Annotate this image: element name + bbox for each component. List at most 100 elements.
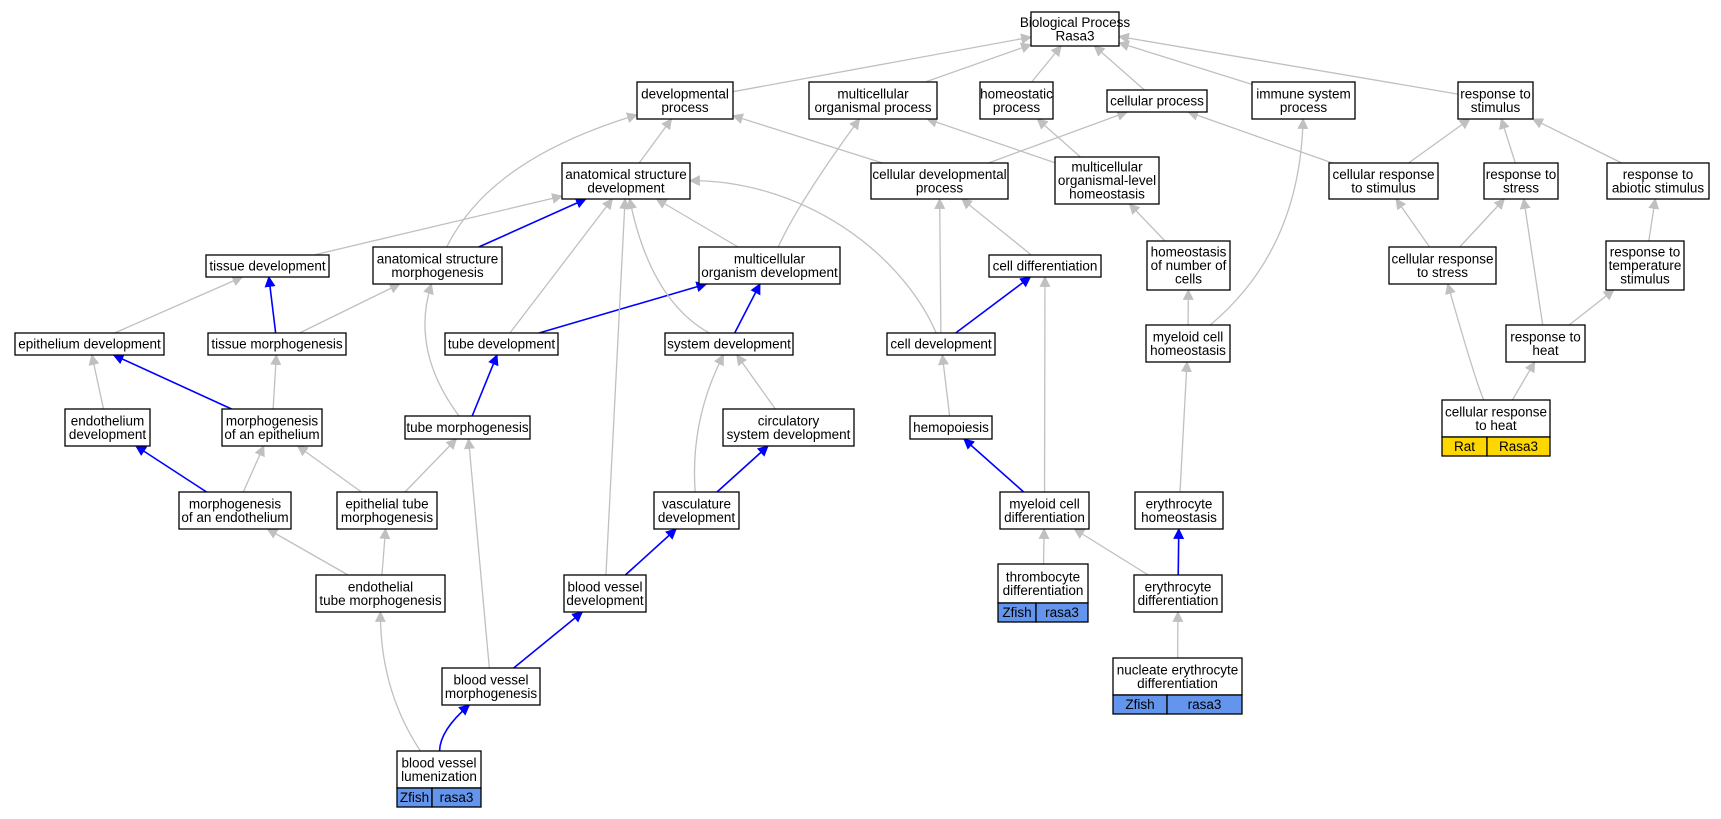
edge-cell-devel-to-cell-diff	[955, 276, 1032, 334]
edge-morph-endo-to-morph-epi	[242, 444, 265, 493]
term-box	[441, 667, 541, 706]
go-term-nuc-ery-diff[interactable]: nucleate erythrocytedifferentiationZfish…	[1112, 657, 1243, 715]
edge-homeo-num-to-mc-homeo	[1128, 203, 1166, 242]
term-label-line: cell development	[890, 337, 992, 352]
term-label-line: homeostasis	[1141, 510, 1217, 525]
edge-vasc-dev-to-circ-dev	[716, 445, 769, 493]
term-box	[979, 81, 1054, 120]
edge-cell-resp-heat-to-cell-resp-stress	[1445, 282, 1485, 401]
go-term-sys-dev[interactable]: system development	[664, 332, 794, 356]
edge-homeo-proc-to-bp	[1031, 45, 1062, 83]
edge-morph-epi-to-tissue-morph	[270, 353, 282, 410]
gene-label: rasa3	[1188, 697, 1222, 712]
term-label-line: differentiation	[1137, 676, 1218, 691]
go-term-tube-morph[interactable]: tube morphogenesis	[404, 415, 531, 440]
edge-tube-dev-to-anat-dev	[509, 198, 613, 334]
edge-mc-homeo-to-homeo-proc	[1036, 118, 1081, 158]
gene-label: rasa3	[1045, 605, 1079, 620]
edge-epi-tube-morph-to-morph-epi	[296, 445, 362, 493]
term-label-line: process	[1280, 100, 1328, 115]
edge-tissue-morph-to-anat-morph	[299, 283, 401, 334]
go-term-cell-devel[interactable]: cell development	[886, 332, 996, 356]
edge-tube-morph-to-tube-dev	[471, 353, 499, 417]
term-label-line: of an endothelium	[181, 510, 288, 525]
edge-mc-org-proc-to-bp	[925, 42, 1033, 83]
species-label: Rat	[1454, 439, 1475, 454]
edge-myeloid-diff-to-hemopoiesis	[963, 438, 1025, 493]
term-label-line: stimulus	[1471, 100, 1521, 115]
term-label-line: heat	[1532, 343, 1559, 358]
edge-endo-tube-morph-to-morph-endo	[266, 528, 349, 576]
term-box	[14, 332, 165, 356]
term-box	[315, 574, 446, 613]
term-box	[722, 408, 855, 447]
term-box	[178, 491, 292, 530]
term-label-line: tube development	[448, 337, 556, 352]
term-label-line: organismal-level	[1058, 173, 1156, 188]
term-label-line: morphogenesis	[445, 686, 538, 701]
go-term-cell-diff[interactable]: cell differentiation	[988, 254, 1102, 278]
go-term-hemopoiesis[interactable]: hemopoiesis	[909, 415, 993, 440]
edge-cell-devel-to-cell-dev-proc	[934, 197, 946, 334]
go-term-tissue-morph[interactable]: tissue morphogenesis	[207, 332, 347, 356]
term-box	[1146, 240, 1231, 291]
term-box	[653, 491, 740, 530]
edge-ery-homeo-to-myeloid-homeo	[1179, 360, 1192, 493]
term-label-line: cellular response	[1445, 404, 1547, 419]
term-box	[664, 332, 794, 356]
go-term-tube-dev[interactable]: tube development	[444, 332, 559, 356]
term-box	[561, 162, 691, 200]
term-box	[404, 415, 531, 440]
go-term-tissue-dev[interactable]: tissue development	[205, 254, 330, 278]
gene-cell	[1035, 602, 1089, 623]
term-label-line: cellular response	[1332, 167, 1434, 182]
edge-tissue-morph-to-tissue-dev	[264, 275, 277, 334]
edge-resp-temp-to-resp-abiotic	[1648, 197, 1660, 242]
edge-morph-endo-to-endo-dev	[134, 445, 208, 493]
term-box	[886, 332, 996, 356]
gene-cell	[431, 787, 482, 808]
go-term-cell-proc[interactable]: cellular process	[1106, 89, 1208, 113]
go-term-epi-dev[interactable]: epithelium development	[14, 332, 165, 356]
edges-layer	[88, 32, 1660, 752]
term-box	[1106, 89, 1208, 113]
term-box	[205, 254, 330, 278]
edge-anat-morph-to-dev-proc	[446, 112, 639, 248]
term-label-line: response to	[1610, 245, 1681, 260]
